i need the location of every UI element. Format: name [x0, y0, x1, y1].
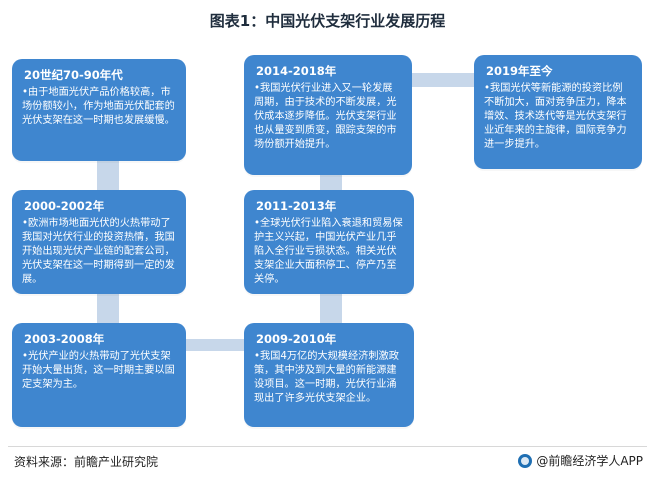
connector-3-4: [186, 339, 244, 351]
brand-label: @前瞻经济学人APP: [536, 454, 643, 468]
timeline-box-2011-2013: 2011-2013年 •全球光伏行业陷入衰退和贸易保护主义兴起，中国光伏产业几乎…: [244, 190, 414, 294]
brand-footer: @前瞻经济学人APP: [518, 452, 643, 469]
period-description: •光伏产业的火热带动了光伏支架开始大量出货，这一时期主要以固定支架为主。: [22, 351, 175, 390]
connector-5-6: [320, 175, 342, 190]
timeline-box-2000-2002: 2000-2002年 •欧洲市场地面光伏的火热带动了我国对光伏行业的投资热情，我…: [12, 190, 186, 294]
connector-4-5: [320, 294, 342, 323]
timeline-box-2009-2010: 2009-2010年 •我国4万亿的大规模经济刺激政策，其中涉及到大量的新能源建…: [244, 323, 414, 427]
period-description: •我国4万亿的大规模经济刺激政策，其中涉及到大量的新能源建设项目。这一时期，光伏…: [254, 351, 399, 404]
timeline-box-1970s-1990s: 20世纪70-90年代 •由于地面光伏产品价格较高，市场份额较小，作为地面光伏配…: [12, 59, 186, 161]
connector-2-3: [97, 294, 119, 323]
timeline-box-2019-now: 2019年至今 •我国光伏等新能源的投资比例不断加大，面对竞争压力，降本增效、技…: [474, 55, 642, 169]
period-label: 2009-2010年: [256, 332, 337, 346]
period-label: 2003-2008年: [24, 332, 105, 346]
chart-title: 图表1：中国光伏支架行业发展历程: [209, 12, 446, 30]
period-label: 20世纪70-90年代: [24, 68, 123, 82]
connector-1-2: [97, 161, 119, 190]
period-label: 2019年至今: [486, 64, 553, 78]
source-note: 资料来源：前瞻产业研究院: [14, 455, 159, 469]
timeline-box-2003-2008: 2003-2008年 •光伏产业的火热带动了光伏支架开始大量出货，这一时期主要以…: [12, 323, 186, 427]
period-description: •我国光伏等新能源的投资比例不断加大，面对竞争压力，降本增效、技术迭代等是光伏支…: [484, 83, 627, 150]
timeline-box-2014-2018: 2014-2018年 •我国光伏行业进入又一轮发展周期，由于技术的不断发展，光伏…: [244, 55, 412, 175]
period-label: 2011-2013年: [256, 199, 337, 213]
brand-logo-icon: [518, 453, 533, 468]
period-label: 2014-2018年: [256, 64, 337, 78]
period-label: 2000-2002年: [24, 199, 105, 213]
period-description: •全球光伏行业陷入衰退和贸易保护主义兴起，中国光伏产业几乎陷入全行业亏损状态。相…: [254, 218, 403, 285]
connector-6-7: [412, 73, 474, 87]
period-description: •欧洲市场地面光伏的火热带动了我国对光伏行业的投资热情，我国开始出现光伏产业链的…: [22, 218, 175, 285]
period-description: •由于地面光伏产品价格较高，市场份额较小，作为地面光伏配套的光伏支架在这一时期也…: [22, 87, 175, 126]
footer-divider: [8, 446, 647, 447]
period-description: •我国光伏行业进入又一轮发展周期，由于技术的不断发展，光伏成本逐步降低。光伏支架…: [254, 83, 397, 150]
